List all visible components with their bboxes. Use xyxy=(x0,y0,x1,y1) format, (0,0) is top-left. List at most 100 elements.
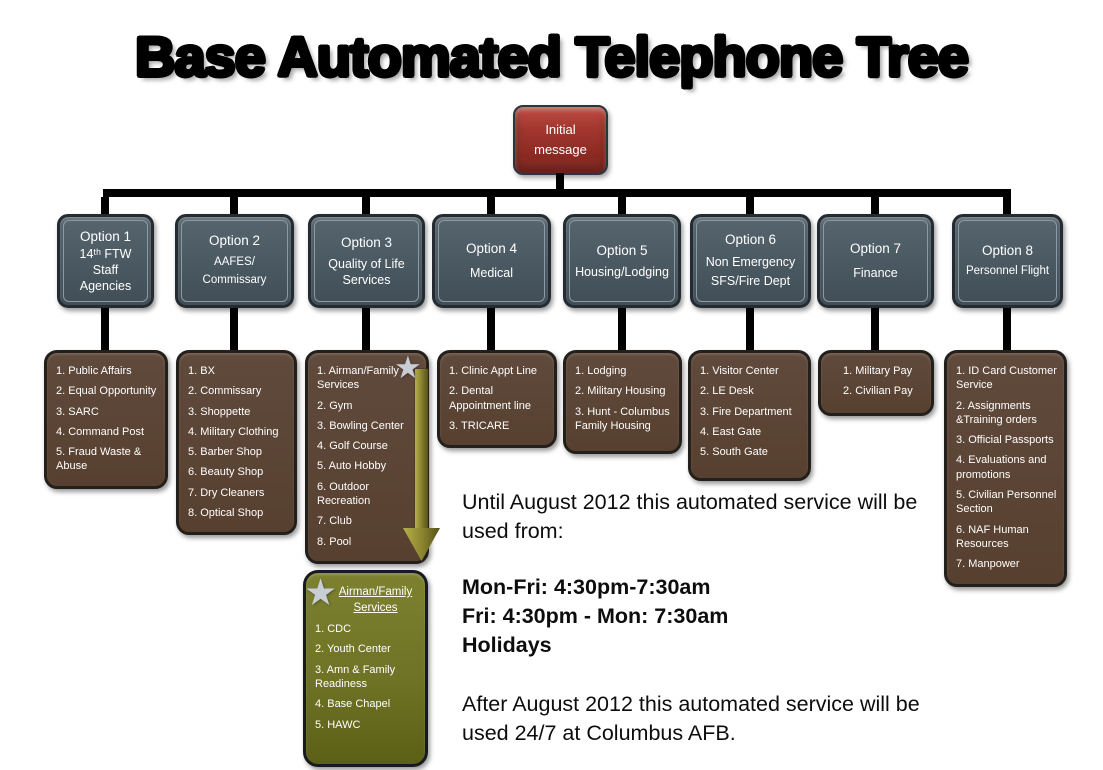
connector-link-option-3 xyxy=(362,306,370,352)
menu-item: 5. Auto Hobby xyxy=(317,460,387,473)
option-6-menu-items: 1. Visitor Center 2. LE Desk 3. Fire Depar… xyxy=(691,353,808,471)
menu-item: 1. Airman/Family Services xyxy=(317,365,399,392)
schedule-line: Fri: 4:30pm - Mon: 7:30am xyxy=(462,604,729,628)
option-subtitle-line: Personnel Flight xyxy=(965,265,1050,278)
menu-item: 6. Outdoor Recreation xyxy=(317,480,371,508)
menu-item: 3. Amn & Family Readiness xyxy=(315,663,396,690)
option-7-subtitle: Finance xyxy=(853,265,897,281)
menu-item: 4. East Gate xyxy=(700,425,762,438)
connector-link-option-5 xyxy=(618,306,626,352)
menu-item: 3. Official Passports xyxy=(956,434,1054,447)
option-5-box: Option 5 Housing/Lodging xyxy=(563,214,681,308)
option-7-title: Option 7 xyxy=(849,241,902,256)
menu-item: 4. Base Chapel xyxy=(315,698,391,711)
connector-drop-option-8 xyxy=(1003,197,1011,215)
menu-item: 4. Command Post xyxy=(56,425,145,438)
option-1-title: Option 1 xyxy=(79,228,132,244)
menu-item: 7. Club xyxy=(317,515,352,528)
option-4-box-inner: Option 4 Medical xyxy=(438,220,545,302)
connector-link-option-1 xyxy=(101,306,109,352)
option-subtitle-line: Staff xyxy=(92,262,119,277)
menu-item: 2. Dental Appointment line xyxy=(449,385,531,412)
menu-item: 3. Shoppette xyxy=(188,405,251,418)
menu-item: 6. Beauty Shop xyxy=(188,466,264,479)
star-icon: ★ xyxy=(304,572,338,613)
option-subtitle-line: Housing/Lodging xyxy=(575,264,669,279)
menu-item: 2. Assignments &Training orders xyxy=(956,399,1037,426)
connector-drop-option-6 xyxy=(746,197,754,215)
star-icon: ★ xyxy=(394,350,422,385)
menu-item: 1. BX xyxy=(188,365,215,377)
connector-root-stem xyxy=(556,173,564,189)
menu-item: 4. Golf Course xyxy=(317,440,388,453)
option-2-box-inner: Option 2 AAFES/Commissary xyxy=(181,220,288,302)
option-subtitle-line: Non Emergency xyxy=(705,255,796,270)
option-subtitle-line: Quality of Life xyxy=(328,256,405,271)
page-title: Base Automated Telephone Tree xyxy=(135,25,969,88)
connector-drop-option-2 xyxy=(230,197,238,215)
menu-item: 2. LE Desk xyxy=(700,385,754,398)
menu-item: 3. Fire Department xyxy=(700,405,792,418)
option-subtitle-line: Commissary xyxy=(202,273,267,286)
connector-drop-option-3 xyxy=(362,197,370,215)
option-6-title: Option 6 xyxy=(724,232,777,248)
menu-item: 5. South Gate xyxy=(700,446,768,459)
option-4-title: Option 4 xyxy=(465,241,518,256)
menu-item: 3. SARC xyxy=(56,405,99,418)
menu-item: 5. Fraud Waste & Abuse xyxy=(56,446,142,473)
schedule-line: Mon-Fri: 4:30pm-7:30am xyxy=(462,575,711,599)
connector-link-option-2 xyxy=(230,306,238,352)
option-5-menu-items: 1. Lodging 2. Military Housing 3. Hunt - C… xyxy=(566,353,679,445)
menu-item: 2. Civilian Pay xyxy=(843,385,913,398)
menu-item: 3. Bowling Center xyxy=(317,419,404,432)
option-subtitle-line: Agencies xyxy=(79,278,132,293)
menu-item: 5. Civilian Personnel Section xyxy=(956,489,1057,516)
menu-item: 1. Visitor Center xyxy=(700,365,779,377)
note-after-august: After August 2012 this automated service… xyxy=(462,692,920,745)
connector-drop-option-4 xyxy=(487,197,495,215)
option-5-title: Option 5 xyxy=(596,242,648,258)
connector-link-option-8 xyxy=(1003,306,1011,352)
menu-item: 1. CDC xyxy=(315,623,352,636)
menu-item: 3. Hunt - Columbus Family Housing xyxy=(575,405,670,432)
menu-item: 6. NAF Human Resources xyxy=(956,523,1029,550)
menu-item: 2. Military Housing xyxy=(575,385,666,398)
connector-link-option-6 xyxy=(746,306,754,352)
menu-item: 7. Dry Cleaners xyxy=(188,486,265,499)
option-4-menu: 1. Clinic Appt Line 2. Dental Appointment… xyxy=(437,350,557,449)
initial-message-line1: Initial xyxy=(545,121,576,137)
connector-drop-option-1 xyxy=(101,197,109,215)
connector-link-option-7 xyxy=(871,306,879,352)
menu-item: 1. Clinic Appt Line xyxy=(449,365,538,377)
menu-item: 5. Barber Shop xyxy=(188,446,262,459)
option-8-box-inner: Option 8 Personnel Flight xyxy=(958,220,1057,302)
option-5-menu: 1. Lodging 2. Military Housing 3. Hunt - C… xyxy=(563,350,682,454)
initial-message-node: Initial message xyxy=(513,105,608,175)
option-5-box-inner: Option 5 Housing/Lodging xyxy=(569,220,675,302)
option-subtitle-line: Medical xyxy=(469,266,514,280)
option-7-box-inner: Option 7 Finance xyxy=(823,220,928,302)
menu-item: 4. Military Clothing xyxy=(188,425,279,438)
menu-item: 2. Commissary xyxy=(188,385,262,398)
menu-item: 1. Lodging xyxy=(575,365,627,377)
menu-item: 1. Public Affairs xyxy=(56,365,132,377)
